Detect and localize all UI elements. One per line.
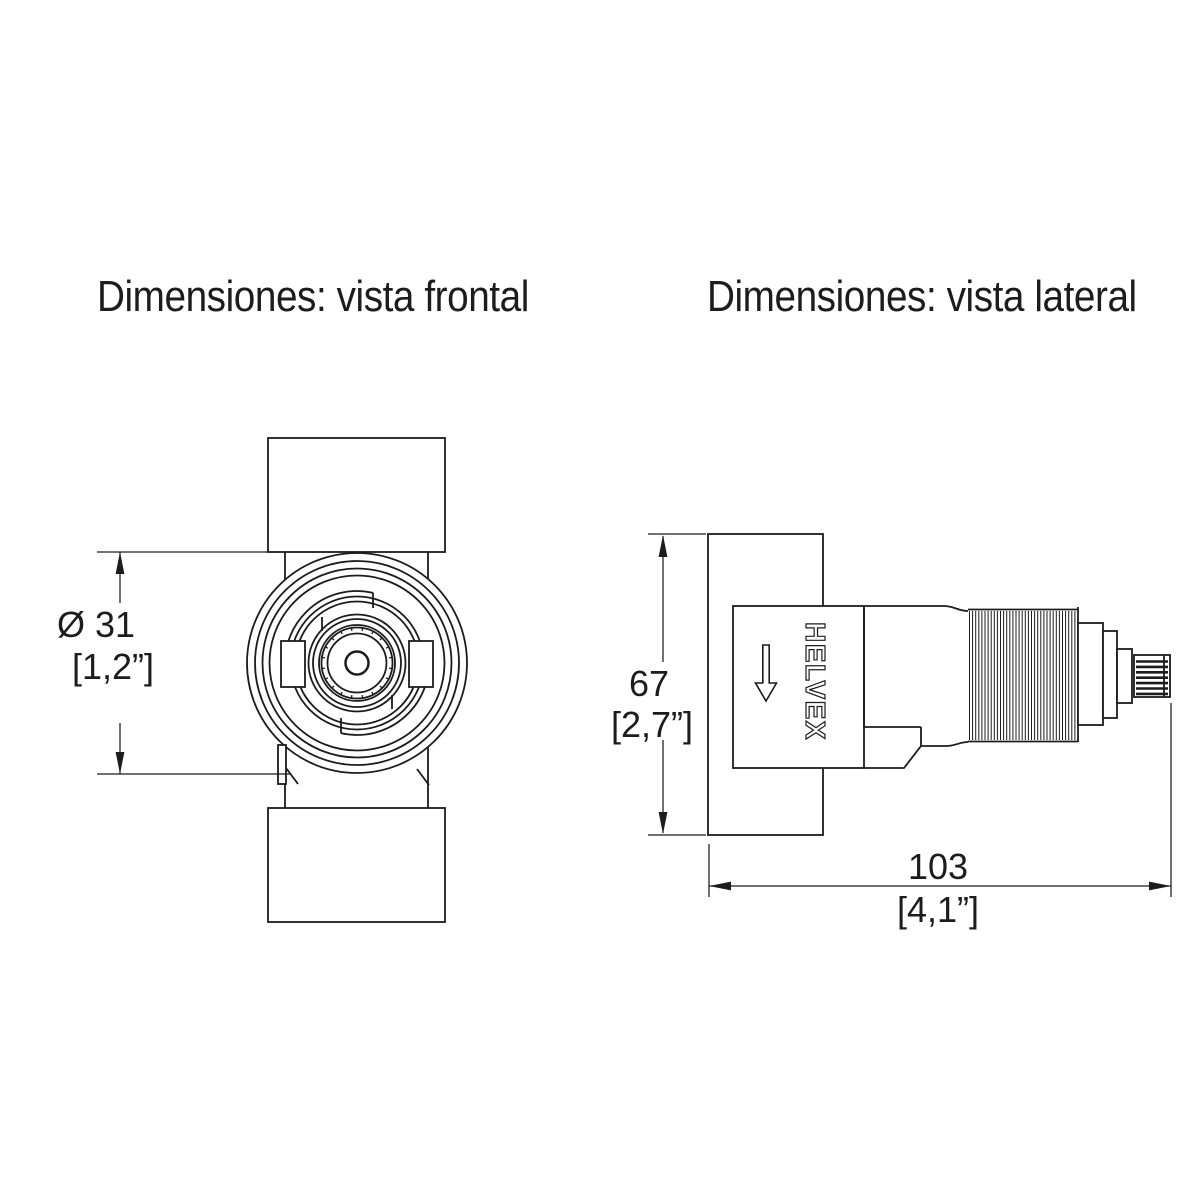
stem-spline-ridges — [1136, 660, 1168, 696]
front-center-hole — [344, 650, 370, 676]
thread-lines — [969, 611, 1076, 740]
side-valve-body — [863, 605, 969, 769]
front-left-clip — [277, 744, 287, 785]
arrow-right-icon — [1149, 881, 1171, 891]
side-cartridge-cap — [732, 605, 865, 769]
side-height-dimension: 67 [2,7”] — [611, 533, 706, 836]
extension-lines — [708, 703, 1172, 897]
width-value-inches: [4,1”] — [897, 889, 979, 930]
front-right-tab — [408, 640, 434, 688]
height-value-inches: [2,7”] — [611, 704, 693, 745]
extension-lines — [648, 533, 706, 836]
front-top-pipe-union — [267, 437, 446, 553]
front-bottom-pipe-union — [267, 807, 446, 923]
front-left-tab — [280, 640, 306, 688]
extension-lines — [97, 551, 290, 775]
front-spline-broach — [318, 624, 396, 702]
side-thread-section — [968, 607, 1079, 743]
diameter-value-inches: [1,2”] — [72, 646, 154, 687]
spline-teeth — [321, 627, 393, 699]
stem-cylinder-3 — [1116, 648, 1133, 704]
front-view-title: Dimensiones: vista frontal — [97, 272, 529, 321]
arrow-down-icon — [658, 812, 668, 834]
arrow-up-icon — [658, 535, 668, 557]
width-value: 103 — [908, 846, 968, 887]
arrow-up-icon — [115, 552, 125, 574]
arrow-down-icon — [115, 752, 125, 774]
side-view-drawing: HELVEX 67 [2,7”] — [611, 533, 1172, 930]
height-value: 67 — [629, 663, 669, 704]
front-break-ticks — [285, 767, 430, 786]
stem-cylinder-1 — [1077, 622, 1104, 726]
flow-direction-arrow-icon — [754, 644, 778, 703]
brand-text: HELVEX — [800, 622, 831, 741]
arrow-left-icon — [709, 881, 731, 891]
front-inner-ring — [307, 613, 407, 713]
stem-cylinder-2 — [1102, 630, 1118, 719]
side-stem-assembly — [1077, 622, 1171, 726]
front-outer-rings — [246, 552, 468, 774]
front-view-drawing: Ø 31 [1,2”] — [57, 437, 468, 923]
front-diameter-dimension: Ø 31 [1,2”] — [57, 551, 290, 775]
diameter-value: Ø 31 — [57, 604, 135, 645]
side-width-dimension: 103 [4,1”] — [708, 703, 1172, 930]
side-view-title: Dimensiones: vista lateral — [707, 272, 1137, 321]
